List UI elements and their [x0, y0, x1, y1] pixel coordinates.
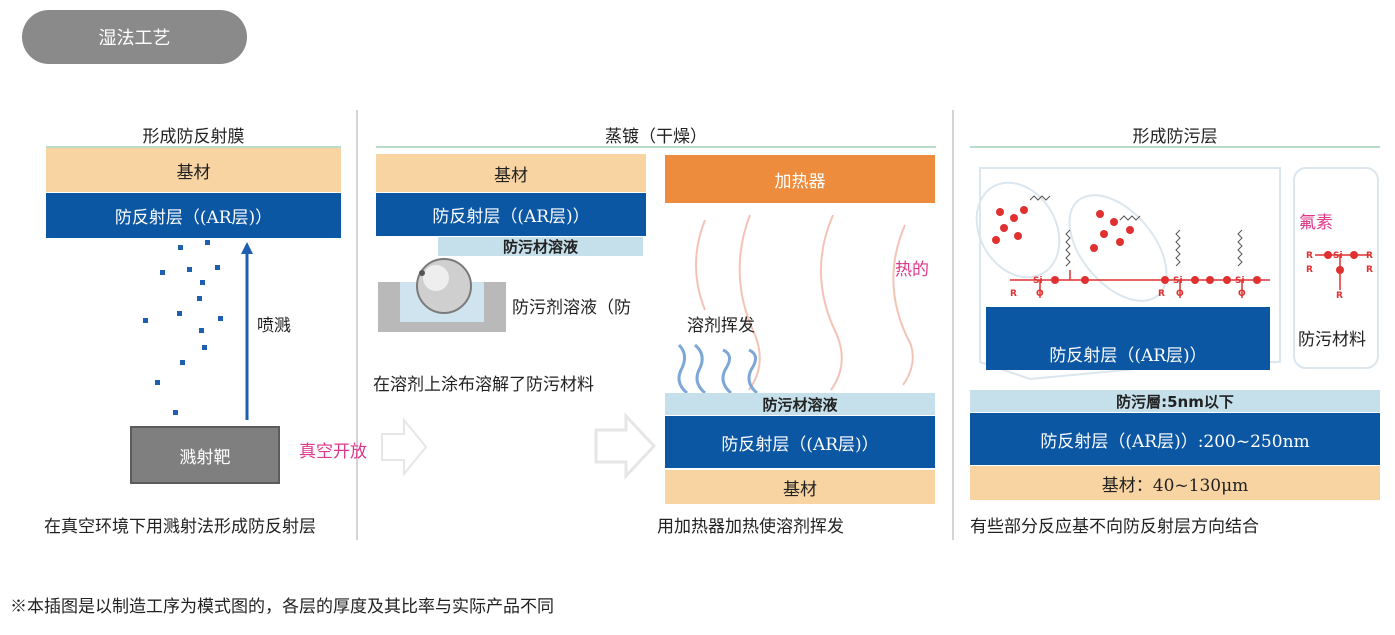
- heat-label: 热的: [895, 260, 929, 280]
- substrate-layer: 基材: [46, 148, 341, 192]
- af-layer-label: 防污層:5nm以下: [1116, 392, 1234, 411]
- ar-label-right: 防反射层（(AR层)）: [721, 434, 879, 455]
- solution-layer-left: 防污材溶液: [438, 237, 643, 256]
- arrow-right-2: [594, 412, 657, 480]
- chem-r-7: R: [1336, 291, 1343, 301]
- section3-caption: 有些部分反应基不向防反射层方向结合: [970, 517, 1259, 537]
- substrate-label-left: 基材: [494, 165, 528, 186]
- header-title: 湿法工艺: [98, 28, 171, 49]
- ar-label-left: 防反射层（(AR层)）: [432, 207, 590, 227]
- divider-1: [356, 110, 358, 540]
- chem-r-5: R: [1306, 265, 1313, 275]
- chem-o-1: O: [1036, 289, 1044, 299]
- target-label: 溅射靶: [179, 447, 231, 468]
- section2-left-caption: 在溶剂上涂布溶解了防污材料: [373, 375, 594, 395]
- chem-si-3: Si: [1235, 276, 1245, 286]
- section2-title: 蒸镀（干燥）: [605, 127, 707, 147]
- section1-title: 形成防反射膜: [142, 127, 245, 147]
- footnote: ※本插图是以制造工序为模式图的，各层的厚度及其比率与实际产品不同: [10, 597, 554, 617]
- chem-o-2: O: [1176, 289, 1184, 299]
- molecule-diagram: Si Si Si Si O O O R R R R R R R: [992, 195, 1373, 301]
- chem-r-6: R: [1366, 265, 1373, 275]
- coating-tank-illustration: [378, 258, 506, 332]
- chem-r-1: R: [1010, 289, 1017, 299]
- ar-label: 防反射层（(AR层)）: [114, 208, 273, 228]
- chem-si-4: Si: [1333, 251, 1343, 261]
- section1-caption: 在真空环境下用溅射法形成防反射层: [44, 517, 316, 537]
- ar-layer-top: 防反射层（(AR层)）: [986, 307, 1270, 370]
- ar-layer-right: 防反射层（(AR层)）: [665, 416, 935, 468]
- chem-r-3: R: [1306, 251, 1313, 261]
- sputter-target: 溅射靶: [130, 426, 280, 484]
- ar-label-top: 防反射层（(AR层)）: [1049, 346, 1207, 366]
- chem-r-4: R: [1366, 251, 1373, 261]
- spray-arrow: [241, 242, 253, 420]
- ar-layer-left: 防反射层（(AR层)）: [376, 193, 646, 236]
- substrate-layer-left: 基材: [376, 154, 646, 192]
- solution-label-right: 防污材溶液: [762, 395, 838, 414]
- section1-rule: [46, 146, 341, 148]
- substrate-layer-right: 基材: [665, 470, 935, 504]
- solution-layer-right: 防污材溶液: [665, 393, 935, 415]
- divider-2: [952, 110, 954, 540]
- fluorine-label: 氟素: [1299, 213, 1333, 233]
- vacuum-open-label: 真空开放: [299, 442, 367, 462]
- section2-right-caption: 用加热器加热使溶剂挥发: [657, 517, 844, 537]
- substrate-layer-bottom: 基材：40~130μm: [970, 466, 1380, 500]
- heat-waves: [677, 214, 914, 395]
- chem-o-3: O: [1238, 289, 1246, 299]
- af-layer: 防污層:5nm以下: [970, 390, 1380, 412]
- section-header-pill: 湿法工艺: [22, 10, 247, 64]
- heater-block: 加热器: [665, 155, 935, 203]
- agent-label: 防污剂溶液（防: [512, 298, 631, 318]
- ar-layer: 防反射层（(AR层)）: [46, 193, 341, 238]
- ar-layer-bottom: 防反射层（(AR层)）:200~250nm: [970, 413, 1380, 465]
- section3-rule: [970, 146, 1380, 148]
- section3-title: 形成防污层: [1132, 127, 1218, 147]
- arrow-right-1: [381, 417, 428, 477]
- sputter-particles: [143, 240, 253, 420]
- substrate-label-right: 基材: [783, 479, 817, 500]
- section2-rule: [376, 146, 936, 148]
- chem-si-2: Si: [1173, 276, 1183, 286]
- spray-label: 喷溅: [257, 316, 291, 336]
- chem-r-2: R: [1158, 289, 1165, 299]
- substrate-bottom-label: 基材：40~130μm: [1101, 475, 1249, 496]
- chem-si-1: Si: [1033, 276, 1043, 286]
- ar-bottom-label: 防反射层（(AR层)）:200~250nm: [1040, 431, 1310, 452]
- substrate-label: 基材: [176, 162, 211, 183]
- evaporate-label: 溶剂挥发: [687, 316, 755, 336]
- solution-label-left: 防污材溶液: [502, 238, 578, 256]
- heater-label: 加热器: [774, 171, 826, 192]
- material-label: 防污材料: [1298, 330, 1366, 350]
